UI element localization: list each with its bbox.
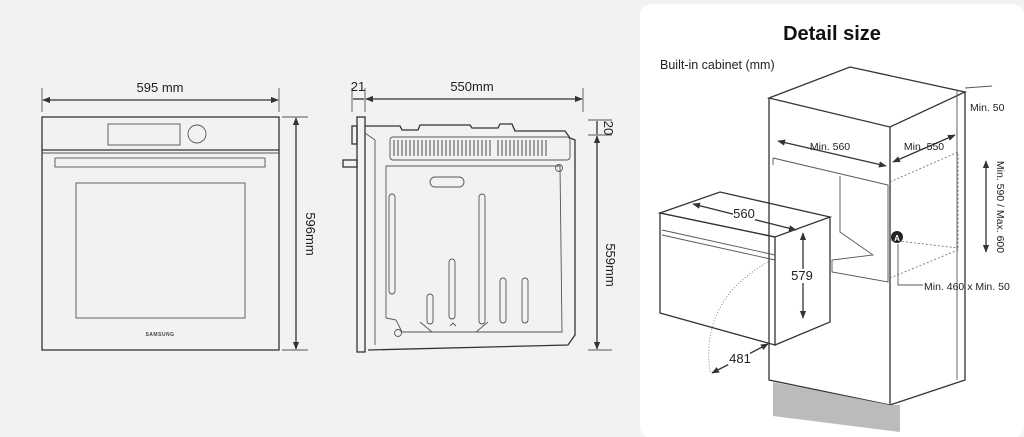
- panel-title: Detail size: [783, 23, 881, 45]
- oven-height-label: 579: [791, 268, 813, 283]
- display-panel: [107, 123, 181, 146]
- front-view: 595 mm SAMSUNG 596mm: [41, 80, 318, 351]
- cabinet-width-label: Min. 560: [810, 141, 850, 153]
- door-thickness-label: 21: [351, 79, 365, 94]
- oven-width-label: 560: [733, 206, 755, 221]
- brand-logo: SAMSUNG: [145, 332, 174, 338]
- side-height-label: 559mm: [603, 243, 618, 286]
- control-knob: [187, 124, 207, 144]
- panel-subtitle: Built-in cabinet (mm): [660, 58, 775, 72]
- vent-opening-label: Min. 460 x Min. 50: [924, 281, 1010, 293]
- side-body-outline: [365, 123, 576, 351]
- depth-label: 550mm: [450, 79, 493, 94]
- top-gap-label: 20: [601, 121, 616, 135]
- door-swing-label: 481: [729, 351, 751, 366]
- door-handle: [54, 157, 266, 168]
- marker-a-label: A: [894, 234, 900, 243]
- detail-size-panel: Detail size Built-in cabinet (mm) Min. 5…: [640, 4, 1024, 437]
- marker-a-badge: [891, 231, 903, 243]
- front-width-label: 595 mm: [137, 80, 184, 95]
- cabinet-plinth: [773, 382, 900, 432]
- cabinet-height-label: Min. 590 / Max. 600: [994, 161, 1006, 253]
- side-view: 21 550mm 20 559mm: [342, 79, 618, 353]
- front-height-label: 596mm: [303, 212, 318, 255]
- cabinet-depth-label: Min. 550: [904, 141, 944, 153]
- door-window: [75, 182, 246, 319]
- rear-gap-label: Min. 50: [970, 102, 1005, 114]
- oven-front-outline: [41, 116, 280, 351]
